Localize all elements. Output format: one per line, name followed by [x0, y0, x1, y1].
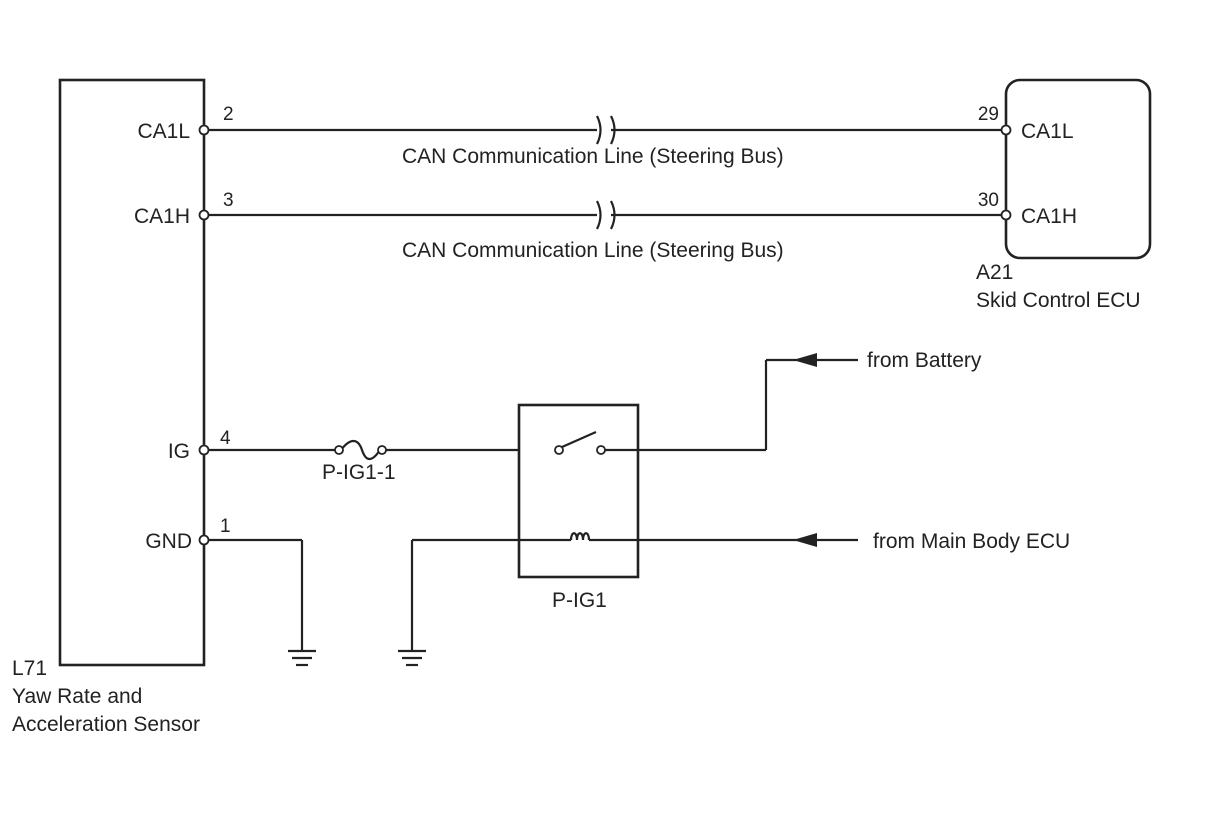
ecu-box: [1004, 78, 1152, 260]
ground-icon: [288, 649, 316, 667]
fuse-symbol: [340, 439, 381, 461]
sensor-code: L71: [12, 657, 47, 680]
arrow-icon: [793, 533, 817, 547]
ecu-name: Skid Control ECU: [976, 289, 1141, 312]
ecu-code: A21: [976, 261, 1013, 284]
sensor-pin-label: CA1H: [134, 205, 190, 228]
ground-icon: [398, 649, 426, 667]
ecu-pin-number: 29: [978, 104, 999, 125]
ecu-pin-label: CA1L: [1021, 120, 1074, 143]
sensor-pin-number: 1: [220, 516, 231, 537]
sensor-pin-number: 2: [223, 104, 234, 125]
gnd-circuit: [209, 538, 304, 650]
ecu-pin-number: 30: [978, 190, 999, 211]
sensor-pin-label: IG: [168, 440, 190, 463]
sensor-pin-label: GND: [145, 530, 192, 553]
can-line-label: CAN Communication Line (Steering Bus): [402, 145, 784, 168]
sensor-pin-label: CA1L: [137, 120, 190, 143]
pin-ca1l-terminal: [198, 124, 210, 136]
ecu-pin-ca1l-terminal: [1000, 124, 1012, 136]
sensor-name-line1: Yaw Rate and: [12, 685, 142, 708]
relay-box: [517, 403, 640, 579]
fuse-label: P-IG1-1: [322, 461, 396, 484]
pin-ig-terminal: [198, 444, 210, 456]
main-body-ecu-source-label: from Main Body ECU: [873, 530, 1070, 553]
arrow-icon: [793, 353, 817, 367]
pin-ca1h-terminal: [198, 209, 210, 221]
can-line-ca1l: [209, 115, 1001, 145]
sensor-name-line2: Acceleration Sensor: [12, 713, 200, 736]
relay-label: P-IG1: [552, 589, 607, 612]
relay-switch-contacts: [554, 353, 858, 455]
can-line-label: CAN Communication Line (Steering Bus): [402, 239, 784, 262]
relay-coil-circuit: [410, 532, 858, 650]
ecu-pin-ca1h-terminal: [1000, 209, 1012, 221]
sensor-pin-number: 4: [220, 428, 231, 449]
sensor-pin-number: 3: [223, 190, 234, 211]
can-line-ca1h: [209, 200, 1001, 230]
battery-source-label: from Battery: [867, 349, 982, 372]
relay-coil-symbol: [569, 532, 591, 541]
pin-gnd-terminal: [198, 534, 210, 546]
ecu-pin-label: CA1H: [1021, 205, 1077, 228]
sensor-box: [58, 78, 206, 667]
ig-circuit: [209, 439, 555, 461]
